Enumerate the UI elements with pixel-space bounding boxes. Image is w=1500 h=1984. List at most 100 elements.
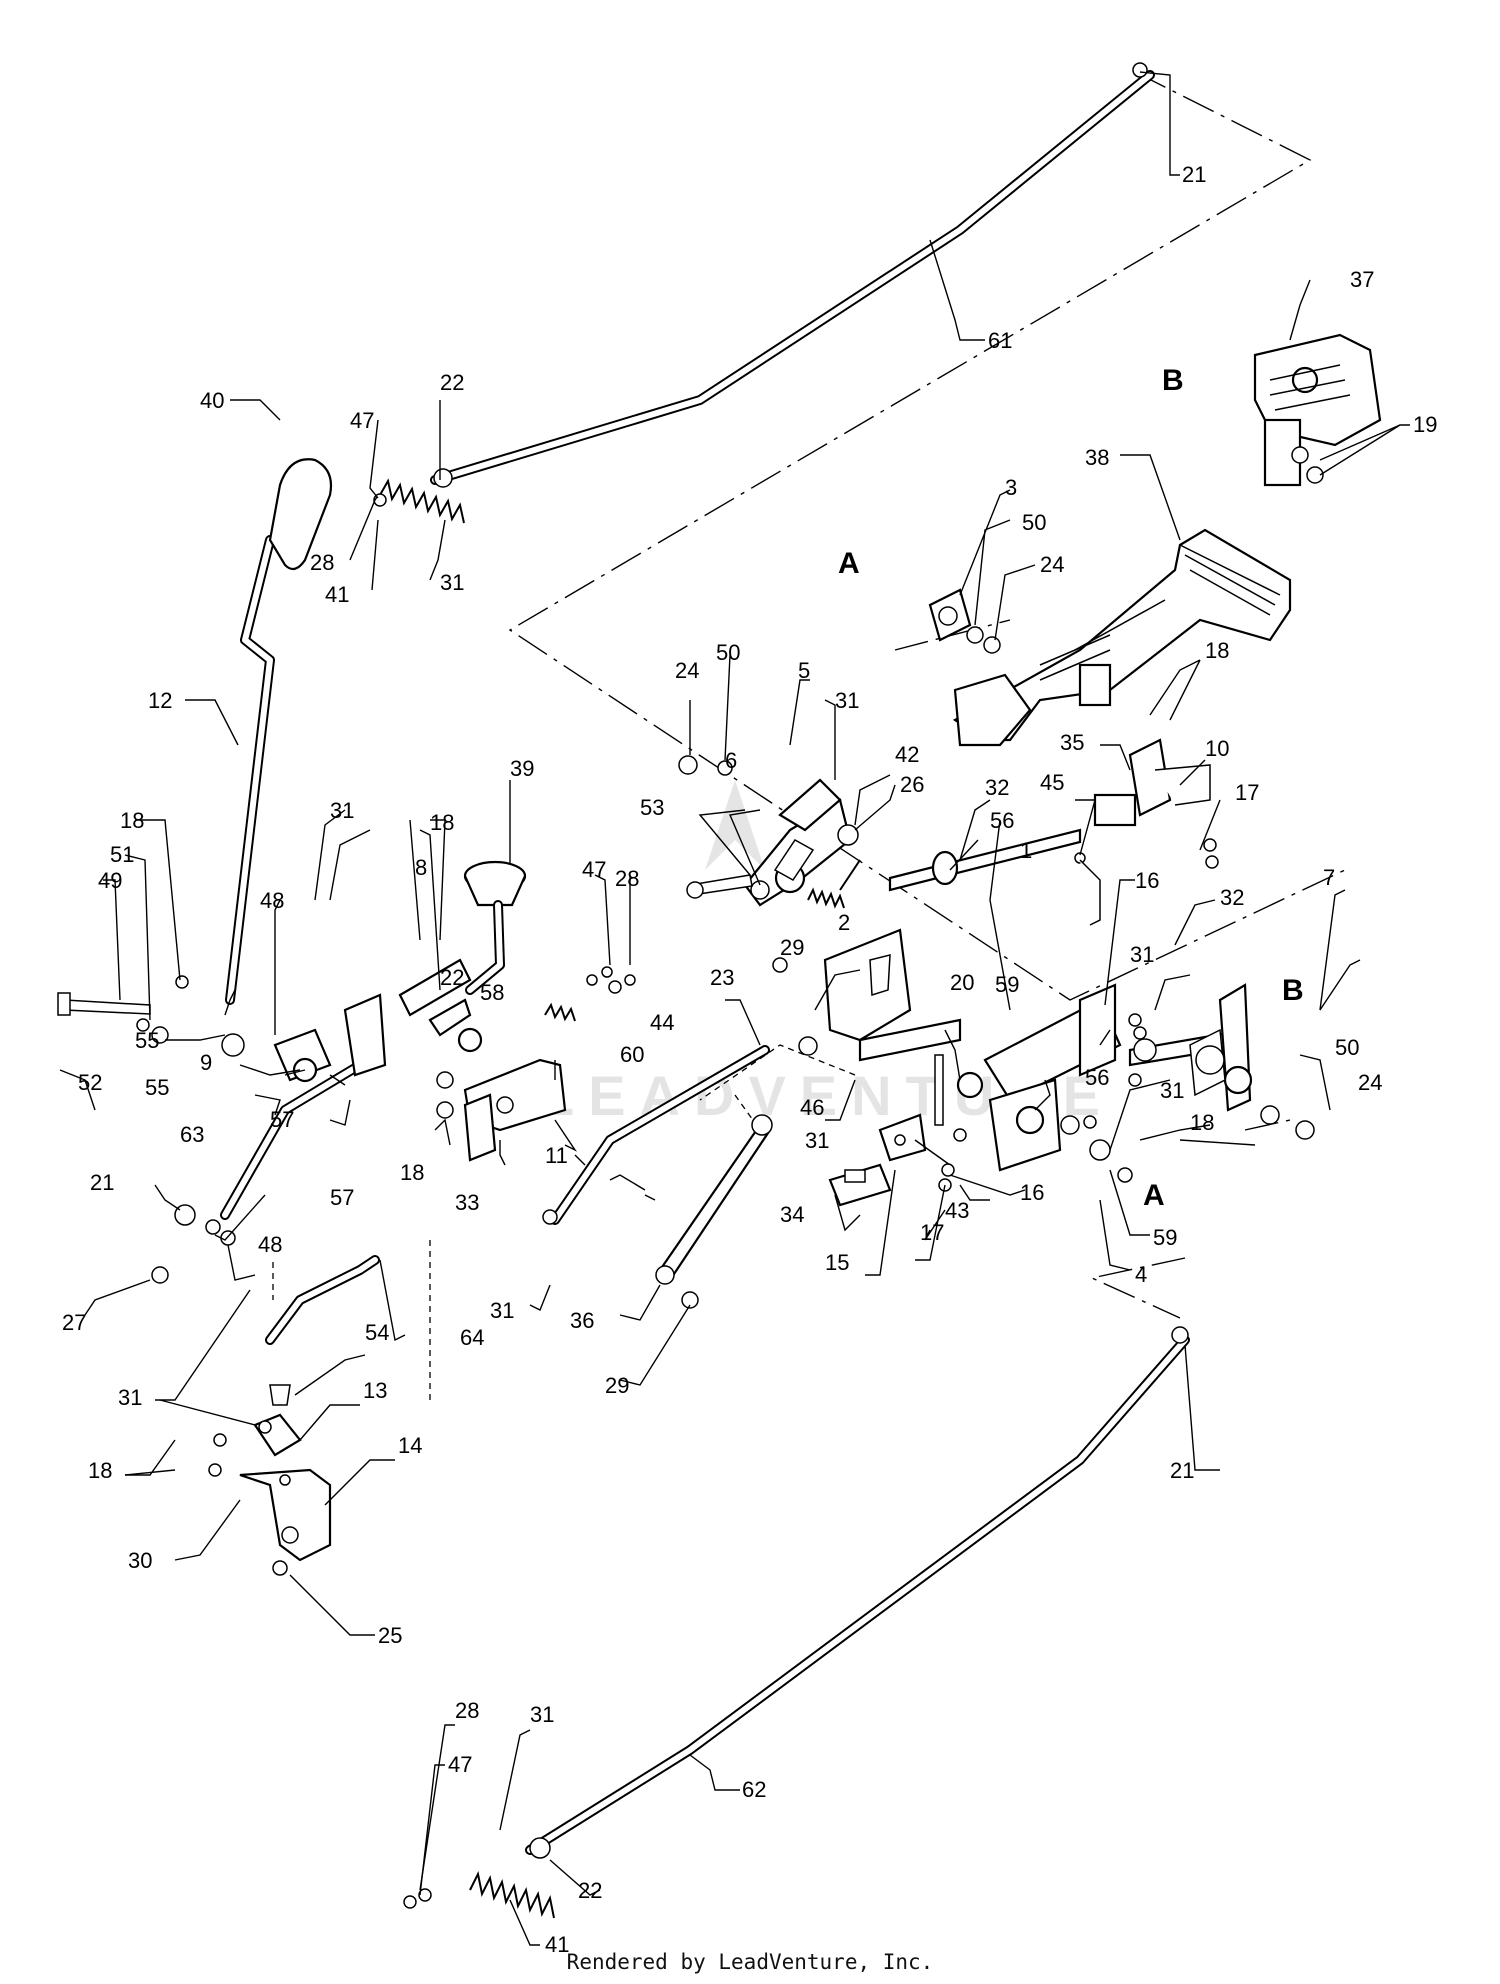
callout-16: 16 <box>1020 1180 1044 1205</box>
callout-41: 41 <box>545 1932 569 1957</box>
callout-36: 36 <box>570 1308 594 1333</box>
callout-29: 29 <box>605 1373 629 1398</box>
callout-38: 38 <box>1085 445 1109 470</box>
callout-1: 1 <box>1020 838 1032 863</box>
callout-28: 28 <box>615 866 639 891</box>
callout-25: 25 <box>378 1623 402 1648</box>
knob-40 <box>268 458 333 571</box>
footer-credit: Rendered by LeadVenture, Inc. <box>566 1950 934 1974</box>
view-letter-b-bottom: B <box>1282 974 1304 1007</box>
callout-14: 14 <box>398 1433 422 1458</box>
callout-18: 18 <box>1205 638 1229 663</box>
callout-57: 57 <box>270 1107 294 1132</box>
callout-2: 2 <box>838 910 850 935</box>
callout-57: 57 <box>330 1185 354 1210</box>
callout-22: 22 <box>578 1878 602 1903</box>
bracket-11 <box>463 1058 567 1162</box>
spring-41-bottom <box>403 1837 555 1919</box>
plate-15 <box>878 1113 955 1177</box>
callout-40: 40 <box>200 388 224 413</box>
callout-51: 51 <box>110 842 134 867</box>
callout-39: 39 <box>510 756 534 781</box>
callout-15: 15 <box>825 1250 849 1275</box>
callout-50: 50 <box>1022 510 1046 535</box>
callout-31: 31 <box>530 1702 554 1727</box>
callout-10: 10 <box>1205 736 1229 761</box>
spring-42 <box>807 859 861 909</box>
callout-27: 27 <box>62 1310 86 1335</box>
callout-29: 29 <box>780 935 804 960</box>
view-letter-b-top: B <box>1162 364 1184 397</box>
callout-56: 56 <box>990 808 1014 833</box>
callout-64: 64 <box>460 1325 484 1350</box>
callout-42: 42 <box>895 742 919 767</box>
callout-18: 18 <box>430 810 454 835</box>
callout-31: 31 <box>805 1128 829 1153</box>
view-letters: B A B A <box>838 364 1304 1212</box>
callout-24: 24 <box>1358 1070 1382 1095</box>
callout-59: 59 <box>995 972 1019 997</box>
rod-61 <box>430 70 1155 485</box>
callout-18: 18 <box>88 1458 112 1483</box>
callout-30: 30 <box>128 1548 152 1573</box>
callout-47: 47 <box>350 408 374 433</box>
callout-50: 50 <box>1335 1035 1359 1060</box>
callout-13: 13 <box>363 1378 387 1403</box>
callout-56: 56 <box>1085 1065 1109 1090</box>
callout-44: 44 <box>650 1010 674 1035</box>
callout-35: 35 <box>1060 730 1084 755</box>
callout-53: 53 <box>640 795 664 820</box>
lever-plate-assembly <box>956 983 1122 1172</box>
callout-31: 31 <box>330 798 354 823</box>
view-letter-a-bottom: A <box>1143 1179 1165 1212</box>
callout-3: 3 <box>1005 475 1017 500</box>
switch-34 <box>828 1163 892 1207</box>
callout-31: 31 <box>835 688 859 713</box>
bracket-8 <box>343 958 483 1077</box>
reference-lines <box>272 71 1346 1400</box>
callout-31: 31 <box>440 570 464 595</box>
callout-24: 24 <box>675 658 699 683</box>
callout-46: 46 <box>800 1095 824 1120</box>
callout-48: 48 <box>258 1232 282 1257</box>
callout-55: 55 <box>145 1075 169 1100</box>
callout-48: 48 <box>260 888 284 913</box>
callout-6: 6 <box>725 748 737 773</box>
callout-23: 23 <box>710 965 734 990</box>
pedal-37 <box>1253 333 1382 487</box>
bracket-13-14 <box>239 1384 332 1576</box>
callout-18: 18 <box>1190 1110 1214 1135</box>
pedal-38 <box>952 528 1292 747</box>
callout-43: 43 <box>945 1198 969 1223</box>
callout-21: 21 <box>1170 1458 1194 1483</box>
callout-21: 21 <box>90 1170 114 1195</box>
switch-35-bracket-10 <box>1093 738 1211 827</box>
callout-60: 60 <box>620 1042 644 1067</box>
callout-18: 18 <box>400 1160 424 1185</box>
callout-32: 32 <box>985 775 1009 800</box>
callout-22: 22 <box>440 965 464 990</box>
callout-63: 63 <box>180 1122 204 1147</box>
rod-62 <box>525 1335 1190 1855</box>
callout-12: 12 <box>148 688 172 713</box>
callout-8: 8 <box>415 855 427 880</box>
callout-19: 19 <box>1413 412 1437 437</box>
callout-47: 47 <box>582 857 606 882</box>
lever-12 <box>225 535 275 1005</box>
callout-49: 49 <box>98 868 122 893</box>
callout-34: 34 <box>780 1202 804 1227</box>
callout-5: 5 <box>798 658 810 683</box>
callout-32: 32 <box>1220 885 1244 910</box>
callout-16: 16 <box>1135 868 1159 893</box>
callout-9: 9 <box>200 1050 212 1075</box>
spring-41-top <box>373 468 465 524</box>
callout-31: 31 <box>1130 942 1154 967</box>
callout-22: 22 <box>440 370 464 395</box>
callout-33: 33 <box>455 1190 479 1215</box>
callout-17: 17 <box>920 1220 944 1245</box>
callout-17: 17 <box>1235 780 1259 805</box>
callout-20: 20 <box>950 970 974 995</box>
callout-24: 24 <box>1040 552 1064 577</box>
